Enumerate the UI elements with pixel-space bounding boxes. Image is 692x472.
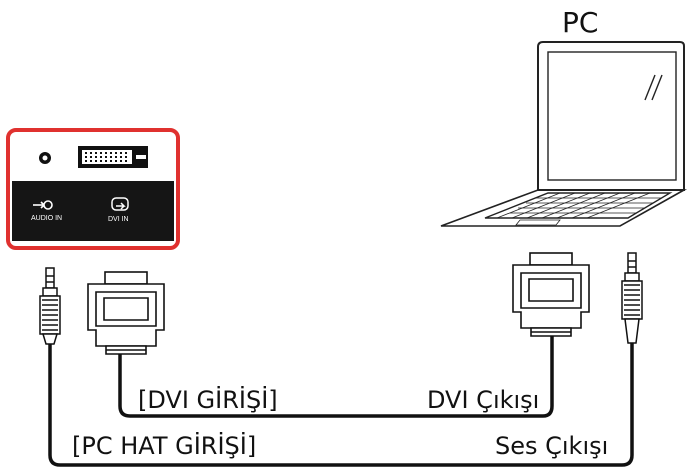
audio-output-label: Ses Çıkışı <box>495 432 609 460</box>
dvi-input-label: [DVI GİRİŞİ] <box>138 386 278 414</box>
dvi-output-label: DVI Çıkışı <box>427 386 540 414</box>
audio-jack-icon <box>39 152 51 164</box>
audio-cable <box>48 343 634 467</box>
audio-plug-icon <box>621 252 643 344</box>
audio-in-icon <box>33 200 53 210</box>
laptop-icon <box>440 41 688 227</box>
pc-label: PC <box>562 6 599 39</box>
audio-plug-icon <box>39 267 61 345</box>
dvi-connector-icon <box>87 271 165 355</box>
audio-in-label: AUDIO IN <box>31 215 63 222</box>
dvi-port-icon <box>78 146 148 168</box>
dvi-in-icon <box>111 197 129 211</box>
pc-line-input-label: [PC HAT GİRİŞİ] <box>72 432 257 460</box>
cables <box>48 336 634 467</box>
dvi-cable <box>118 336 554 418</box>
dvi-connector-icon <box>512 252 590 337</box>
dvi-in-label: DVI IN <box>108 216 129 223</box>
monitor-connector-panel <box>6 128 180 250</box>
